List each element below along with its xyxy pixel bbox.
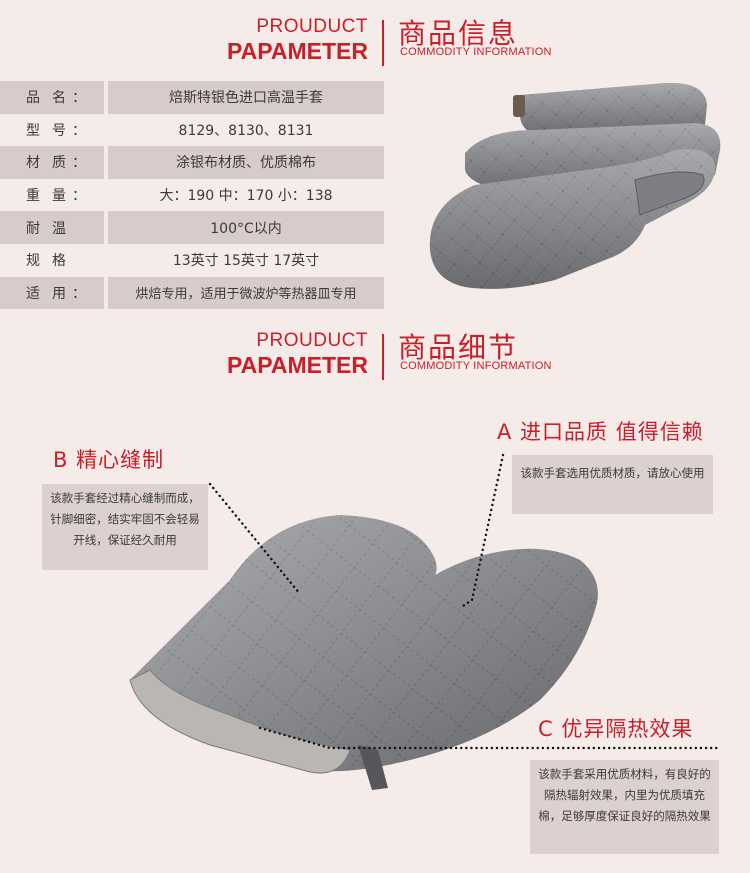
header-en-subtitle: COMMODITY INFORMATION [400, 360, 552, 372]
spec-row: 型号： 8129、8130、8131 [0, 114, 384, 147]
spec-label: 规格 [26, 253, 78, 270]
glove-large [513, 82, 707, 137]
header-cn-title: 商品细节 [398, 331, 519, 364]
spec-row: 品名： 焙斯特银色进口高温手套 [0, 81, 384, 114]
spec-label: 型号： [26, 122, 86, 139]
spec-row: 适用： 烘焙专用，适用于微波炉等热器皿专用 [0, 276, 384, 310]
spec-row: 材质： 涂银布材质、优质棉布 [0, 146, 384, 179]
feature-a-title: A 进口品质 值得信赖 [497, 420, 704, 444]
feature-c-title: C 优异隔热效果 [538, 717, 694, 741]
spec-label: 品名： [0, 81, 104, 114]
spec-label: 重量： [26, 188, 86, 205]
spec-value: 烘焙专用，适用于微波炉等热器皿专用 [108, 276, 384, 310]
feature-c-description: 该款手套采用优质材料，有良好的隔热辐射效果，内里为优质填充棉，足够厚度保证良好的… [530, 760, 719, 854]
feature-b-title: B 精心缝制 [53, 448, 165, 472]
spec-row: 耐温 100°C以内 [0, 211, 384, 244]
spec-value: 13英寸 15英寸 17英寸 [172, 253, 320, 270]
spec-value: 涂银布材质、优质棉布 [108, 146, 384, 179]
section-header-info: PROUDUCT PAPAMETER 商品信息 COMMODITY INFORM… [0, 16, 750, 76]
header-en-subtitle: COMMODITY INFORMATION [400, 46, 552, 58]
spec-label: 适用： [0, 276, 104, 310]
spec-value: 8129、8130、8131 [178, 122, 314, 139]
header-en-line1: PROUDUCT [256, 16, 368, 37]
header-en-line2: PAPAMETER [227, 38, 368, 64]
spec-label: 材质： [0, 146, 104, 179]
spec-row: 重量： 大：190 中：170 小：138 [0, 179, 384, 212]
spec-label: 耐温 [0, 211, 104, 244]
header-cn-title: 商品信息 [398, 17, 519, 50]
header-en-line1: PROUDUCT [256, 330, 368, 351]
spec-row: 规格 13英寸 15英寸 17英寸 [0, 244, 384, 277]
glove-stack-image [429, 82, 721, 289]
feature-a-description: 该款手套选用优质材质，请放心使用 [512, 455, 713, 514]
spec-table: 品名： 焙斯特银色进口高温手套 型号： 8129、8130、8131 材质： 涂… [0, 81, 384, 310]
header-divider [382, 20, 384, 66]
feature-b-description: 该款手套经过精心缝制而成，针脚细密，结实牢固不会轻易开线，保证经久耐用 [42, 484, 208, 570]
spec-value: 大：190 中：170 小：138 [159, 188, 333, 205]
spec-value: 焙斯特银色进口高温手套 [108, 81, 384, 114]
header-en-line2: PAPAMETER [227, 352, 368, 378]
section-header-detail: PROUDUCT PAPAMETER 商品细节 COMMODITY INFORM… [0, 330, 750, 390]
header-divider [382, 334, 384, 380]
spec-value: 100°C以内 [108, 211, 384, 244]
glove-small [429, 149, 716, 289]
